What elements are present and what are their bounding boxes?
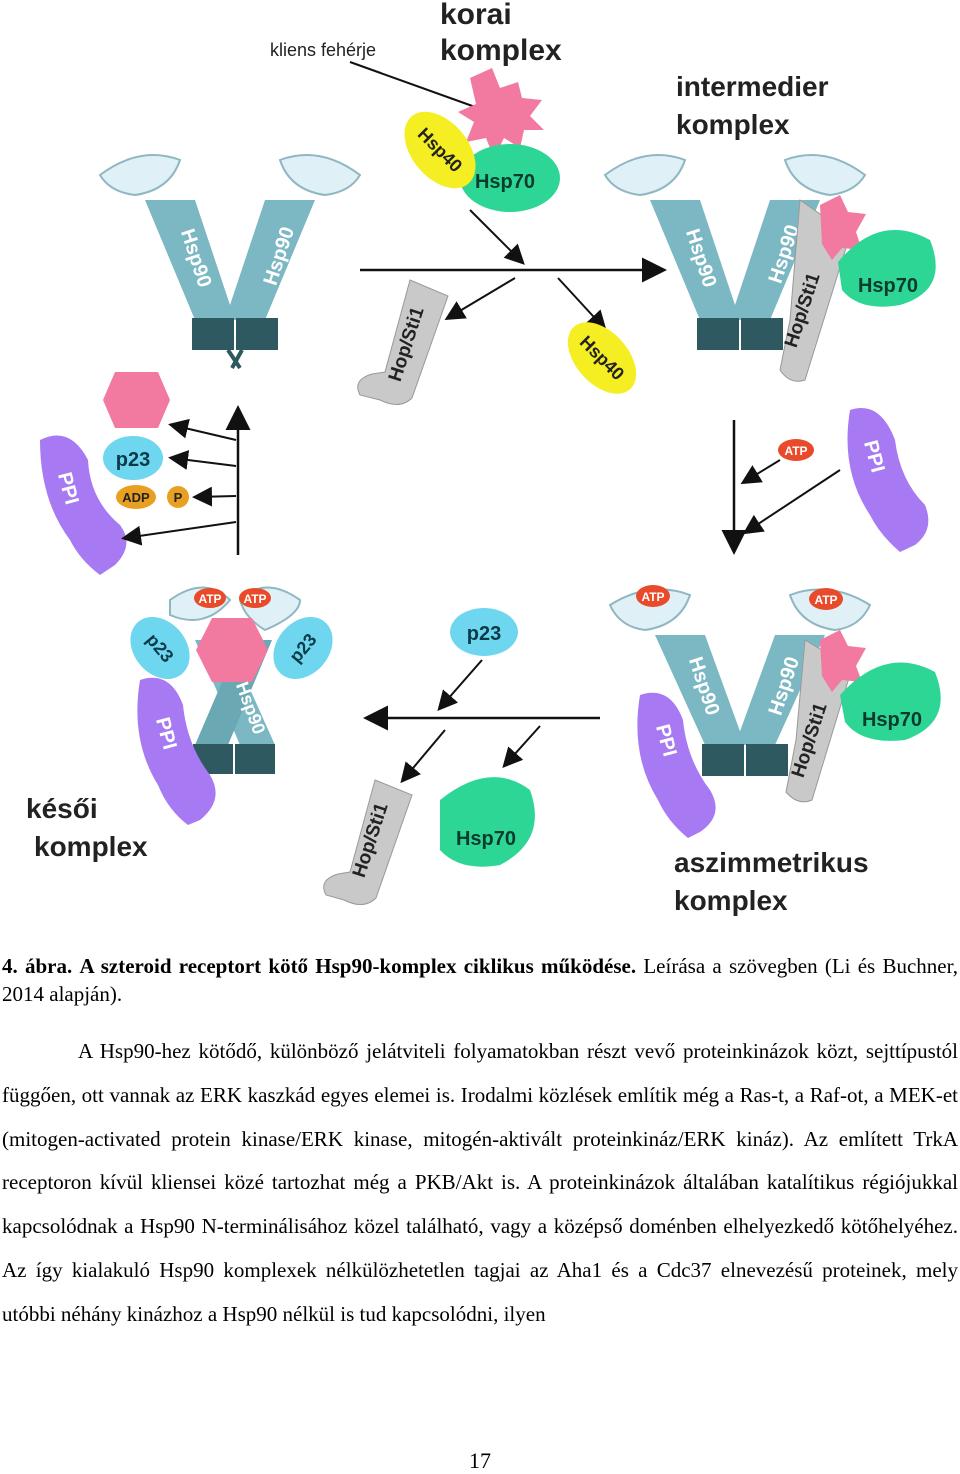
transition-arrows-bottom — [368, 660, 600, 780]
hsp70-label: Hsp70 — [456, 828, 516, 850]
free-hop: Hop/Sti1 — [358, 280, 448, 405]
figure-caption: 4. ábra. A szteroid receptort kötő Hsp90… — [2, 952, 958, 1008]
asymmetric-complex-label: aszimmetrikus — [674, 847, 869, 878]
p23-label: p23 — [116, 449, 150, 471]
caption-title: A szteroid receptort kötő Hsp90-komplex … — [80, 954, 637, 978]
atp-label: ATP — [243, 592, 266, 606]
atp-label: ATP — [814, 593, 837, 607]
atp-ppi-binding: ATP PPI — [734, 408, 928, 552]
body-text: A Hsp90-hez kötődő, különböző jelátvitel… — [2, 1030, 958, 1337]
adp-label: ADP — [122, 490, 150, 505]
intermediate-complex-label: komplex — [676, 109, 790, 140]
released-components: p23 ADP P PPI — [40, 372, 189, 575]
early-complex-label: komplex — [440, 34, 562, 67]
free-hop-bottom: Hop/Sti1 — [324, 780, 412, 905]
intermediate-complex: intermedier komplex Hsp90 Hsp90 Hop/Sti1… — [605, 71, 936, 381]
free-hsp40: Hsp40 — [555, 309, 650, 406]
hsp70-label: Hsp70 — [858, 275, 918, 297]
late-complex-label: késői — [26, 793, 98, 824]
page-number: 17 — [0, 1448, 960, 1474]
client-protein-label: kliens fehérje — [270, 40, 376, 60]
hsp70-label: Hsp70 — [475, 171, 535, 193]
p23-label: p23 — [467, 623, 501, 645]
late-complex: ATP ATP p23 p23 Hsp90 PPI késői komplex — [26, 588, 345, 863]
hsp90-cycle-figure: Hsp90 Hsp90 korai komplex kliens fehérje… — [0, 0, 960, 920]
atp-label: ATP — [641, 590, 664, 604]
client-protein-shape — [458, 68, 544, 158]
paragraph: A Hsp90-hez kötődő, különböző jelátvitel… — [2, 1030, 958, 1337]
atp-label: ATP — [784, 444, 807, 458]
free-hsp70: Hsp70 — [440, 777, 535, 867]
asymmetric-complex-label: komplex — [674, 885, 788, 916]
late-complex-label: komplex — [34, 831, 148, 862]
atp-label: ATP — [198, 592, 221, 606]
asymmetric-complex: ATP ATP Hsp90 Hsp90 Hop/Sti1 Hsp70 PPI a… — [610, 585, 941, 916]
intermediate-complex-label: intermedier — [676, 71, 829, 102]
free-p23: p23 — [450, 608, 518, 656]
p-label: P — [174, 490, 183, 505]
hsp70-label: Hsp70 — [862, 709, 922, 731]
release-arrows — [125, 410, 238, 555]
early-complex-label: korai — [440, 0, 512, 31]
hsp90-open-dimer: Hsp90 Hsp90 — [100, 155, 360, 368]
caption-number: 4. ábra. — [2, 954, 72, 978]
